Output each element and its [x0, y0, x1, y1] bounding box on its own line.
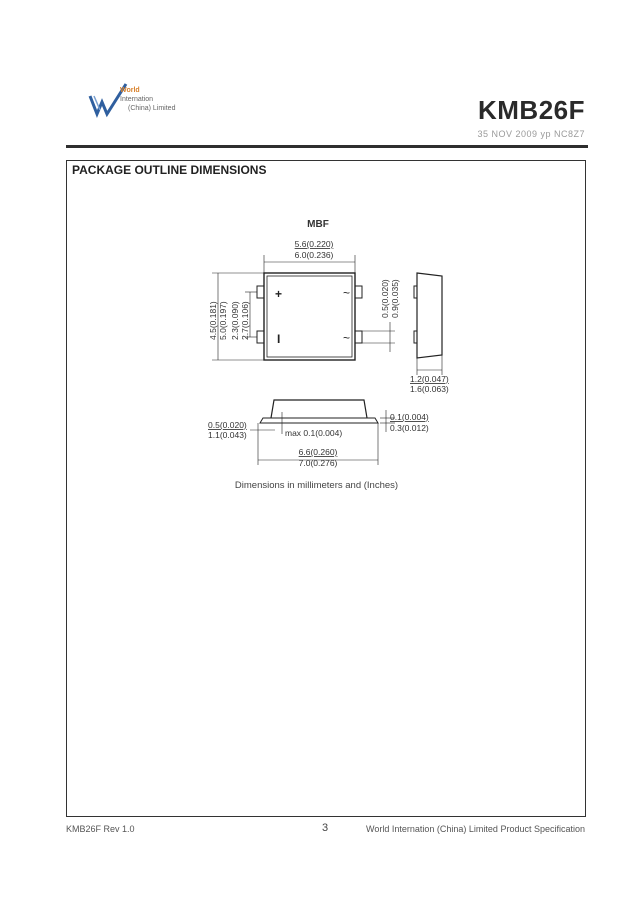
dim-pitch-min: 2.3(0.090): [230, 301, 240, 340]
dim-width-min: 5.6(0.220): [295, 239, 334, 249]
dim-lead-max: 1.1(0.043): [208, 430, 247, 440]
footer-page-number: 3: [322, 822, 329, 834]
dim-lead-thick-max: 0.3(0.012): [390, 423, 429, 433]
logo-word-3: (China) Limited: [128, 105, 176, 112]
header-divider: [66, 145, 588, 148]
pin-ac1-label: ~: [343, 286, 350, 300]
dim-pitch-max: 2.7(0.106): [240, 301, 250, 340]
section-title: PACKAGE OUTLINE DIMENSIONS: [72, 163, 267, 177]
part-number-title: KMB26F: [477, 95, 585, 125]
dim-height-max: 5.0(0.197): [218, 301, 228, 340]
logo-word-2: Internation: [120, 96, 154, 103]
content-frame: [66, 160, 586, 817]
dimensions-caption: Dimensions in millimeters and (Inches): [234, 480, 399, 491]
pin-minus-label: I: [277, 332, 280, 346]
pin-ac2-label: ~: [343, 331, 350, 345]
dim-lead-min: 0.5(0.020): [208, 420, 247, 430]
pin-plus-label: +: [275, 287, 282, 301]
dim-pin-width-max: 0.9(0.035): [390, 279, 400, 318]
dim-width-max: 6.0(0.236): [295, 250, 334, 260]
dim-pin-width-min: 0.5(0.020): [380, 279, 390, 318]
footer-revision: KMB26F Rev 1.0: [66, 824, 135, 834]
logo-word-1: World: [120, 87, 140, 94]
package-outline-drawing: MBF 5.6(0.220) 6.0(0.236) 4.5(0.181) 5.0…: [190, 210, 470, 480]
company-logo: World Internation (China) Limited: [88, 82, 208, 122]
dim-lead-thick-min: 0.1(0.004): [390, 412, 429, 422]
document-subtitle: 35 NOV 2009 yp NC8Z7: [477, 129, 585, 139]
dim-standoff: max 0.1(0.004): [285, 428, 342, 438]
dim-overall-max: 7.0(0.276): [299, 458, 338, 468]
dim-side-max: 1.6(0.063): [410, 384, 449, 394]
logo-mark-icon: [88, 83, 128, 119]
dim-side-min: 1.2(0.047): [410, 374, 449, 384]
package-name: MBF: [307, 219, 329, 230]
footer-company: World Internation (China) Limited Produc…: [366, 824, 585, 834]
dim-overall-min: 6.6(0.260): [299, 447, 338, 457]
dim-height-min: 4.5(0.181): [208, 301, 218, 340]
